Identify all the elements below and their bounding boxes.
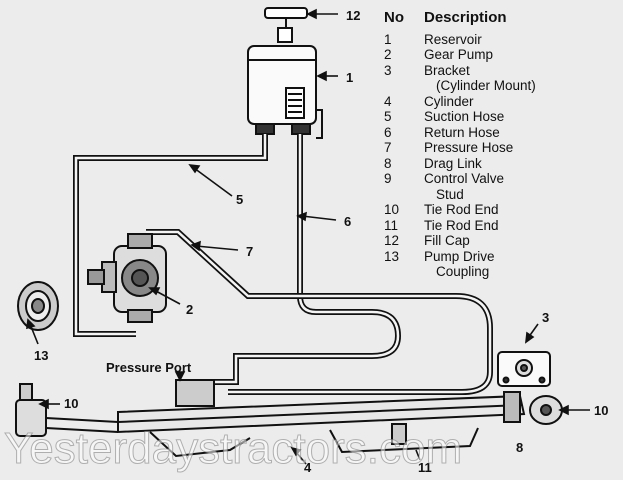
pressure-port-fitting xyxy=(175,379,215,407)
legend-item-description: Cylinder xyxy=(424,93,474,109)
legend-item-no: 12 xyxy=(384,233,400,248)
legend-item: 5 Suction Hose xyxy=(384,109,620,125)
tie-rod-end-left xyxy=(15,383,119,437)
legend-item-no: 2 xyxy=(384,47,392,62)
label-10-left: 10 xyxy=(64,396,78,411)
legend-item: 11 Tie Rod End xyxy=(384,218,620,234)
legend-item-no: 10 xyxy=(384,202,400,217)
label-1: 1 xyxy=(346,70,353,85)
gear-pump xyxy=(87,233,167,323)
legend-item: 9 Control Valve xyxy=(384,171,620,187)
fill-cap xyxy=(264,7,308,43)
legend-item-no: 3 xyxy=(384,62,392,78)
legend-item: 6 Return Hose xyxy=(384,125,620,141)
legend-item: 12 Fill Cap xyxy=(384,233,620,249)
tie-rod-end-center xyxy=(391,423,407,445)
legend-item-continuation: Coupling xyxy=(436,264,490,279)
legend-item-description: Tie Rod End xyxy=(424,217,499,233)
legend-item-description: Reservoir xyxy=(424,31,482,47)
pump-drive-coupling xyxy=(17,281,59,331)
legend-rows: 1 Reservoir 2 Gear Pump 3 Bracket(Cylinder Mo… xyxy=(384,32,620,280)
label-7: 7 xyxy=(246,244,253,259)
pressure-port-label: Pressure Port xyxy=(106,360,192,375)
legend-item: 4 Cylinder xyxy=(384,94,620,110)
legend-item-no: 6 xyxy=(384,124,392,140)
watermark: Yesterdaystractors.com xyxy=(4,424,463,474)
legend-item-continuation: (Cylinder Mount) xyxy=(436,78,536,93)
legend-item-no: 11 xyxy=(384,217,399,233)
legend-item-no: 9 xyxy=(384,171,392,186)
legend-item: 8 Drag Link xyxy=(384,156,620,172)
label-11: 11 xyxy=(418,460,432,475)
legend-item-no: 8 xyxy=(384,155,392,171)
legend-item-description: Fill Cap xyxy=(424,233,470,248)
legend-header-description: Description xyxy=(424,9,507,26)
label-4: 4 xyxy=(304,460,312,475)
cylinder-bracket xyxy=(497,351,551,387)
legend-item-description: Bracket xyxy=(424,62,470,78)
legend-header-no: No xyxy=(384,9,404,26)
legend-item-continuation: Stud xyxy=(436,186,464,202)
reservoir xyxy=(247,45,323,139)
legend-item: 13 Pump Drive xyxy=(384,249,620,265)
label-2: 2 xyxy=(186,302,193,317)
label-12: 12 xyxy=(346,8,360,23)
tie-rod-end-right xyxy=(529,395,563,425)
label-5: 5 xyxy=(236,192,243,207)
legend-item-description: Suction Hose xyxy=(424,109,505,124)
legend-item-description: Pressure Hose xyxy=(424,140,514,155)
parts-legend: No Description 1 Reservoir 2 Gear Pump 3 Brac… xyxy=(384,10,620,280)
legend-item-no: 4 xyxy=(384,93,392,109)
legend-item-description: Tie Rod End xyxy=(424,202,499,217)
legend-item-description: Return Hose xyxy=(424,124,500,140)
legend-item-description: Gear Pump xyxy=(424,47,494,62)
label-6: 6 xyxy=(344,214,351,229)
label-3: 3 xyxy=(542,310,549,325)
legend-item-no: 1 xyxy=(384,31,392,47)
label-10-right: 10 xyxy=(594,403,608,418)
legend-header: No Description xyxy=(384,10,620,26)
legend-item: 7 Pressure Hose xyxy=(384,140,620,156)
legend-item-no: 5 xyxy=(384,109,392,124)
legend-item-no: 7 xyxy=(384,140,392,155)
legend-item: 10 Tie Rod End xyxy=(384,202,620,218)
legend-item-description: Control Valve xyxy=(424,171,505,186)
legend-item: 2 Gear Pump xyxy=(384,47,620,63)
label-8: 8 xyxy=(516,440,523,455)
legend-item-description: Pump Drive xyxy=(424,248,495,264)
legend-item-description: Drag Link xyxy=(424,155,482,171)
legend-item: 3 Bracket xyxy=(384,63,620,79)
legend-item: 1 Reservoir xyxy=(384,32,620,48)
label-13: 13 xyxy=(34,348,48,363)
steering-cylinder xyxy=(117,391,526,458)
return-hose xyxy=(212,134,402,385)
legend-item-no: 13 xyxy=(384,248,400,264)
